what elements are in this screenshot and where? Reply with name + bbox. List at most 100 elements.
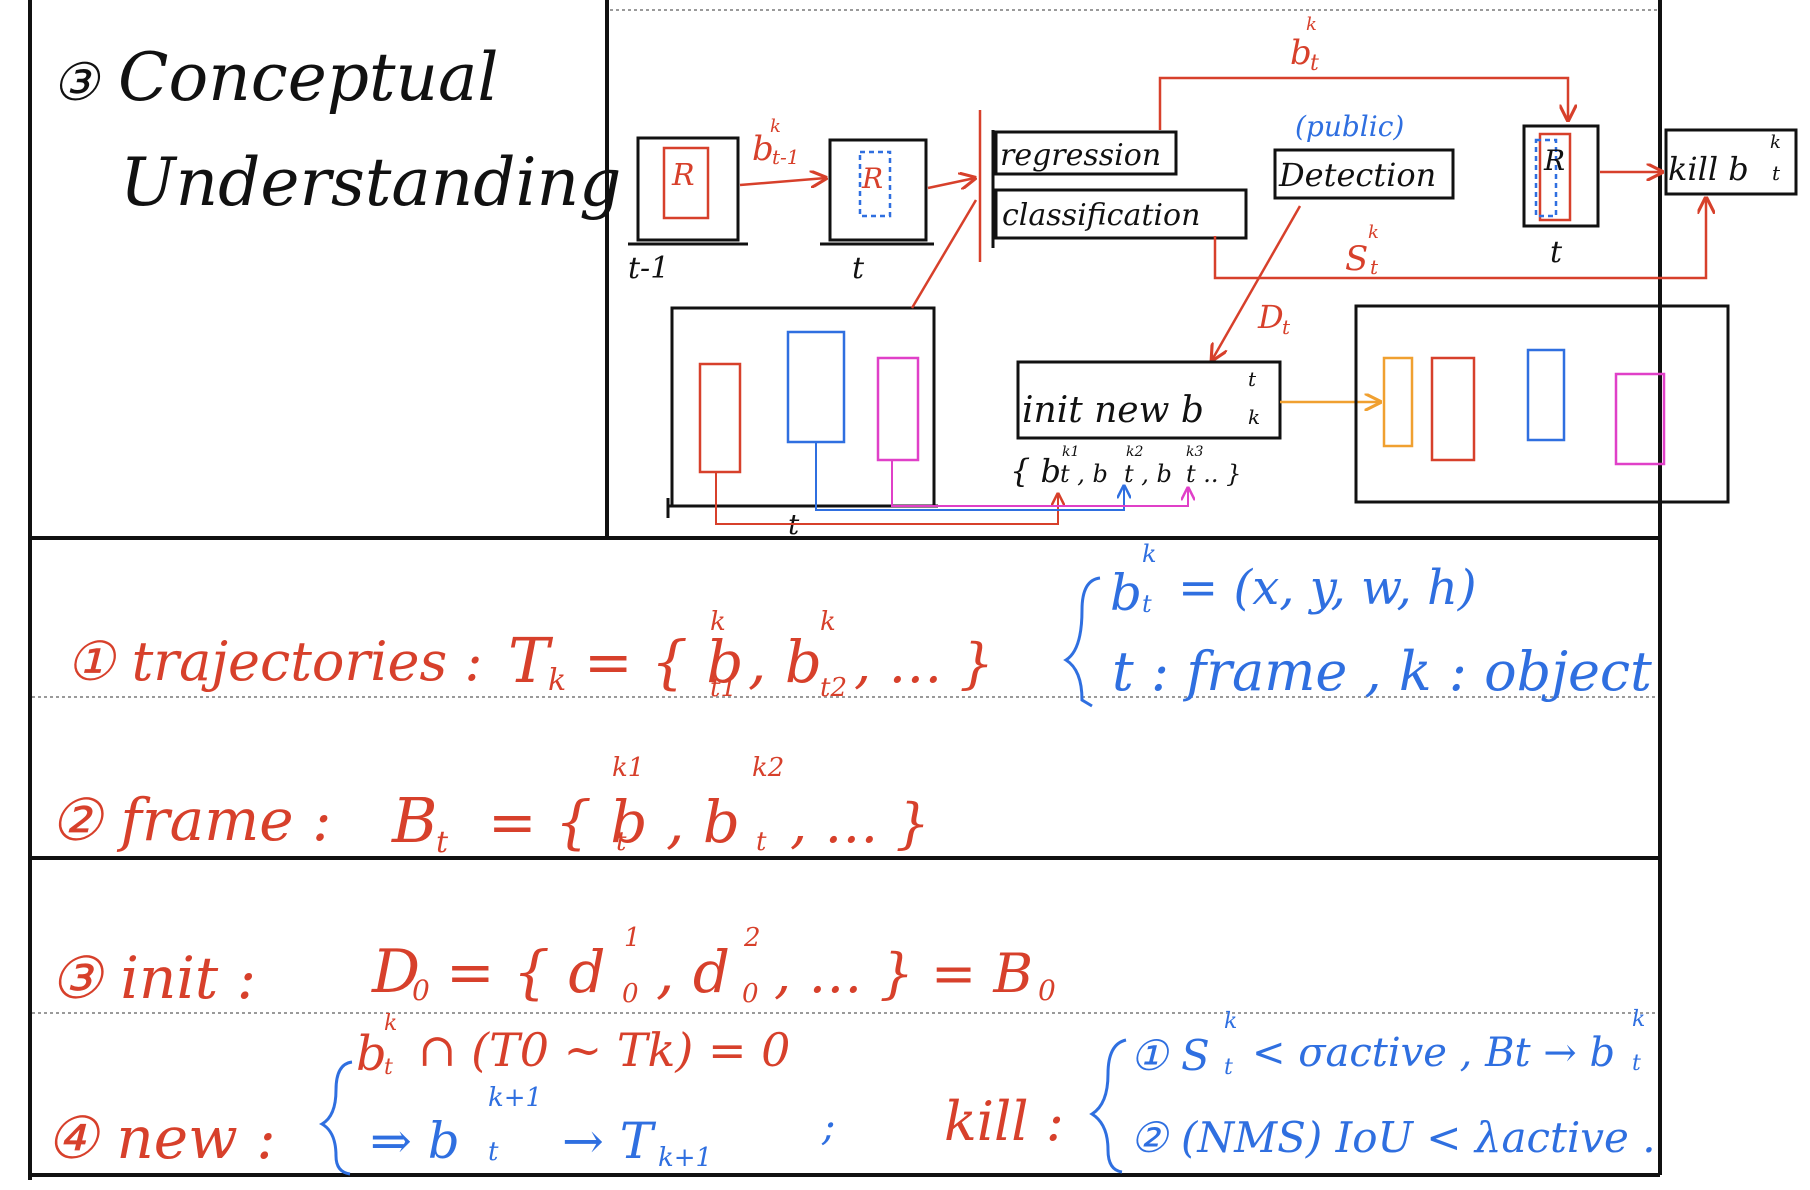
n4-line1-sub: t [384,1055,393,1080]
kill1-sub2: t [1632,1051,1641,1076]
set-body2: t , b [1124,460,1172,488]
n1-sup2: k [820,607,836,637]
n4-line2-end: → T [562,1112,657,1170]
init-new-sub: k [1248,405,1260,429]
arrow-prev-to-cur: b k t-1 [739,116,826,185]
set-sup1: k1 [1062,444,1079,460]
arrow-prev-sup: k [770,116,781,137]
kill-note-label: kill : [944,1090,1064,1153]
n1-mid: , b [748,628,822,696]
n4-brace [318,1060,353,1176]
set-body1: t , b [1060,460,1108,488]
frame-prev-label: t-1 [628,251,669,286]
n2-label: ② frame : [50,786,332,854]
n4-line2-sub: t [488,1137,499,1167]
arrow-prev-b: b [752,129,774,169]
note-new-kill: ④ new : b k t ∩ (T0 ~ Tk) = 0 ⇒ b k+1 t … [46,1007,1656,1176]
title-line2: Understanding [120,144,621,221]
kill2: ② (NMS) IoU < λactive . [1130,1113,1656,1162]
n3-end: , … } = B [774,942,1033,1005]
n1-sup1: k [710,607,726,637]
n1-def: = (x, y, w, h) [1178,560,1477,616]
title-number: ③ [52,53,101,113]
kill-label: kill b [1668,150,1749,188]
n2-rest: = { b [488,788,648,856]
init-new-sup: t [1248,367,1257,391]
score-s: S [1345,239,1368,279]
arrow-top-sub: t [1310,51,1319,76]
frame-out-label: t [1550,235,1563,270]
public-label: (public) [1295,110,1404,143]
frame-cur-label: t [852,251,865,286]
n3-D-sub: 0 [412,974,430,1007]
n3-sup2: 2 [743,923,761,953]
arrow-regression-to-output: b k t [1158,14,1568,130]
n1-def2: t : frame , k : object [1112,640,1652,703]
kill-sup: k [1770,132,1781,153]
kill-box: kill b k t [1664,128,1798,196]
n2-sub1: t [616,827,627,857]
n1-def-sup: k [1142,540,1157,568]
note-frame: ② frame : B t = { b k1 t , b k2 t , … } [50,753,930,860]
n3-label: ③ init : [50,944,256,1012]
detection-label: Detection [1278,156,1436,194]
frame-cur-glyph: R [861,162,883,195]
init-new-label: init new b [1022,390,1204,431]
init-set: { b k1 t , b k2 t , b k3 t .. } [1010,444,1241,490]
n2-B-sub: t [436,825,449,860]
n1-T: T [508,624,554,697]
n4-line1: ∩ (T0 ~ Tk) = 0 [418,1023,790,1077]
n4-sep: ; [821,1104,835,1150]
n4-line1-sup: k [384,1011,397,1036]
set-sup3: k3 [1186,444,1203,460]
ruled-lines [32,9,1658,1014]
n3-sup1: 1 [624,923,641,953]
kill1-sub: t [1224,1055,1233,1080]
n1-def-sub: t [1142,590,1152,618]
kill-sub: t [1772,161,1781,185]
n3-mid: , d [656,938,730,1006]
n4-line2-end-sub: k+1 [658,1143,712,1173]
arrow-top-sup: k [1306,14,1317,35]
n1-brace [1063,576,1101,708]
n2-sup1: k1 [612,753,644,783]
frame-prev: R t-1 [628,136,748,286]
n1-end: , … } [854,632,994,695]
frame-result [1354,304,1730,504]
regression-box: regression [994,130,1178,176]
arrow-top-b: b [1290,33,1312,73]
classification-box: classification [994,188,1248,240]
detection-box: (public) Detection [1273,110,1455,200]
score-sub: t [1370,255,1379,279]
n4-label: ④ new : [46,1104,276,1172]
n1-label: ① trajectories : [66,630,483,693]
kill1: ① S [1130,1031,1210,1080]
init-new-box: init new b t k [1016,360,1282,440]
n3-sub2: 0 [742,979,759,1009]
n2-sub2: t [756,827,767,857]
n1-T-sub: k [548,663,566,698]
kill1-rest: < σactive , Bt → b [1252,1030,1615,1076]
dt-label: D [1257,298,1284,336]
classification-label: classification [1002,198,1200,233]
title-line1: Conceptual [118,39,499,116]
n1-def-b: b [1110,564,1142,622]
n4-line2-sup: k+1 [488,1083,542,1113]
frame-out-glyph: R [1543,144,1565,177]
set-open: { b [1010,452,1061,490]
n2-sup2: k2 [752,753,784,783]
score-sup: k [1368,222,1379,243]
arrow-detection-to-init: D t [1212,205,1302,360]
n4-line1-b: b [356,1026,387,1082]
set-end: t .. } [1186,460,1241,488]
n3-sub1: 0 [622,979,639,1009]
kill-brace [1089,1038,1127,1174]
n3-end-sub: 0 [1038,974,1056,1007]
n1-sub2: t2 [820,673,847,703]
page-frame [28,0,1662,1180]
n2-B: B [391,784,438,857]
n1-rest: = { b [584,628,744,696]
frame-prev-glyph: R [671,158,695,193]
note-init: ③ init : D 0 = { d 1 0 , d 2 0 , … } = B… [50,923,1056,1012]
